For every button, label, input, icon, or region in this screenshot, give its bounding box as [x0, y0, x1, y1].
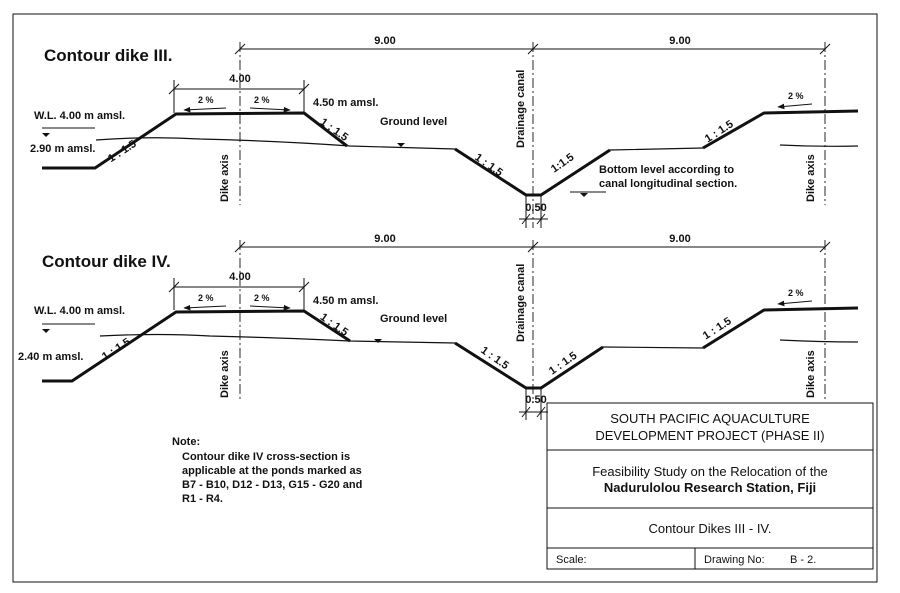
crest-grade-left: 2 % [198, 293, 214, 303]
project-name-line-2: DEVELOPMENT PROJECT (PHASE II) [595, 428, 824, 443]
drawing-no-label: Drawing No: [704, 554, 765, 566]
dike-axis-label-left: Dike axis [219, 154, 231, 202]
dike-axis-label-right: Dike axis [805, 154, 817, 202]
slope-canal-right: 1:1.5 [549, 151, 576, 175]
dim-tick [234, 43, 246, 55]
ground-line [95, 137, 704, 151]
canal-profile [454, 147, 611, 197]
slope-outer-label: 1 : 1.5 [106, 138, 139, 165]
dim-total-right: 9.00 [669, 233, 690, 245]
crest-grade-arrow-left [183, 304, 227, 311]
crest-grade-left: 2 % [198, 95, 214, 105]
drainage-canal-label: Drainage canal [515, 264, 527, 342]
scale-label: Scale: [556, 554, 587, 566]
ground-level-label: Ground level [380, 313, 447, 325]
dim-tick [527, 43, 539, 55]
project-name-line-1: SOUTH PACIFIC AQUACULTURE [610, 411, 810, 426]
dim-tick [527, 241, 539, 253]
drawing-title: Contour Dikes III - IV. [648, 521, 771, 536]
note-line: R1 - R4. [182, 493, 223, 505]
crest-grade-arrow-right [249, 304, 291, 311]
drainage-canal-label: Drainage canal [515, 70, 527, 148]
crest-grade-arrow-far [777, 103, 813, 110]
dim-tick [819, 43, 831, 55]
dim-tick [819, 241, 831, 253]
study-title-line-2: Nadurulolou Research Station, Fiji [604, 480, 816, 495]
bottom-note-line-2: canal longitudinal section. [599, 178, 737, 190]
water-level-label: W.L. 4.00 m amsl. [34, 110, 125, 122]
crest-grade-arrow-left [183, 106, 227, 113]
right-dike-profile [702, 306, 859, 350]
ground-line-right [779, 339, 859, 343]
ground-level-label: Ground level [380, 116, 447, 128]
right-dike-profile [702, 109, 859, 150]
water-level-marker [42, 133, 50, 137]
section-contour-dike-iii: Contour dike III. 9.00 9.00 4.00 W.L. 4.… [30, 35, 859, 228]
crest-grade-far: 2 % [788, 288, 804, 298]
slope-inner-label: 1 : 1.5 [318, 311, 350, 339]
section-title: Contour dike IV. [42, 252, 171, 271]
study-title-line-1: Feasibility Study on the Relocation of t… [592, 464, 828, 479]
dim-canal-bottom: 0.50 [525, 202, 546, 214]
canal-profile [454, 341, 604, 390]
bottom-level-marker [580, 193, 588, 197]
dim-total-left: 9.00 [374, 35, 395, 47]
slope-inner-label: 1 : 1.5 [318, 116, 350, 144]
dim-total-left: 9.00 [374, 233, 395, 245]
drawing-no: B - 2. [790, 554, 816, 566]
crest-elevation-label: 4.50 m amsl. [313, 97, 378, 109]
drawing-border [12, 13, 878, 583]
level-marker [374, 339, 382, 343]
water-level-marker [42, 329, 50, 333]
section-contour-dike-iv: Contour dike IV. 9.00 9.00 4.00 W.L. 4.0… [18, 233, 859, 420]
title-block-frame [546, 402, 874, 570]
bottom-note-line-1: Bottom level according to [599, 164, 734, 176]
note-line: Contour dike IV cross-section is [182, 451, 350, 463]
dim-tick [234, 241, 246, 253]
left-dike-profile [42, 309, 351, 383]
note-line: applicable at the ponds marked as [182, 465, 362, 477]
slope-canal-left: 1 : 1.5 [472, 151, 504, 179]
crest-grade-right: 2 % [254, 293, 270, 303]
slope-outer-label: 1 : 1.5 [100, 336, 133, 363]
crest-elevation-label: 4.50 m amsl. [313, 295, 378, 307]
ground-elevation-label: 2.40 m amsl. [18, 351, 83, 363]
crest-grade-right: 2 % [254, 95, 270, 105]
note-heading: Note: [172, 436, 200, 448]
note-line: B7 - B10, D12 - D13, G15 - G20 and [182, 479, 362, 491]
dike-axis-label-right: Dike axis [805, 350, 817, 398]
dim-canal-bottom: 0.50 [525, 394, 546, 406]
dim-total-right: 9.00 [669, 35, 690, 47]
note-block: Note: Contour dike IV cross-section is a… [172, 436, 362, 505]
ground-line [99, 333, 704, 349]
ground-elevation-label: 2.90 m amsl. [30, 143, 95, 155]
left-dike-profile [42, 111, 348, 170]
crest-grade-arrow-right [249, 106, 291, 113]
dike-axis-label-left: Dike axis [219, 350, 231, 398]
section-title: Contour dike III. [44, 46, 172, 65]
title-block: SOUTH PACIFIC AQUACULTURE DEVELOPMENT PR… [546, 402, 874, 570]
crest-grade-arrow-far [777, 300, 813, 307]
dim-crest: 4.00 [229, 73, 250, 85]
ground-line-right [779, 144, 859, 147]
water-level-label: W.L. 4.00 m amsl. [34, 305, 125, 317]
dim-crest: 4.00 [229, 271, 250, 283]
crest-grade-far: 2 % [788, 91, 804, 101]
level-marker [397, 143, 405, 147]
